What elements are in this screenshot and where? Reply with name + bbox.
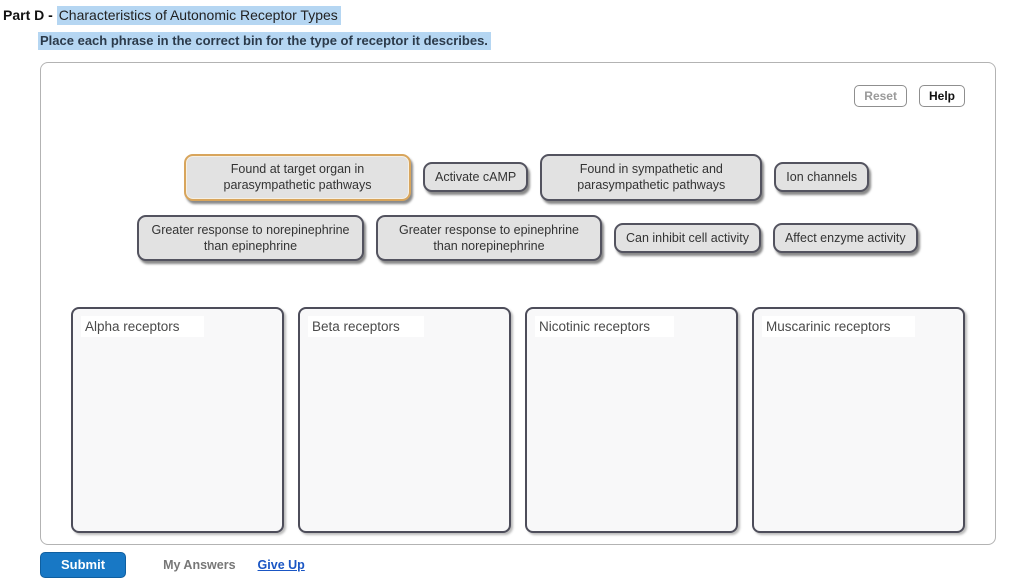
help-button[interactable]: Help: [918, 85, 965, 107]
bin-label-nicotinic: Nicotinic receptors: [535, 316, 675, 337]
chips-row-2: Greater response to norepinephrine than …: [137, 214, 995, 261]
part-title-highlighted: Characteristics of Autonomic Receptor Ty…: [56, 6, 341, 25]
submit-button[interactable]: Submit: [40, 552, 127, 578]
chip-greater-response-epinephrine[interactable]: Greater response to epinephrine than nor…: [376, 214, 602, 261]
bin-beta-receptors[interactable]: Beta receptors: [298, 307, 511, 533]
chip-affect-enzyme-activity[interactable]: Affect enzyme activity: [772, 222, 918, 253]
bin-label-alpha: Alpha receptors: [81, 316, 204, 337]
give-up-link[interactable]: Give Up: [257, 558, 305, 572]
question-header: Part D - Characteristics of Autonomic Re…: [0, 0, 1024, 50]
chip-found-in-sympathetic-and-parasympathetic[interactable]: Found in sympathetic and parasympathetic…: [540, 154, 763, 201]
answer-footer: Submit My Answers Give Up: [40, 552, 305, 578]
sorting-activity-panel: Reset Help Found at target organ in para…: [40, 62, 996, 545]
chips-row-1: Found at target organ in parasympathetic…: [184, 154, 995, 201]
bin-nicotinic-receptors[interactable]: Nicotinic receptors: [525, 307, 738, 533]
chip-activate-camp[interactable]: Activate cAMP: [423, 162, 529, 193]
chip-ion-channels[interactable]: Ion channels: [774, 162, 870, 193]
chip-can-inhibit-cell-activity[interactable]: Can inhibit cell activity: [614, 222, 761, 253]
chip-found-at-target-organ[interactable]: Found at target organ in parasympathetic…: [184, 154, 411, 201]
activity-toolbar: Reset Help: [41, 63, 995, 107]
reset-button[interactable]: Reset: [854, 85, 907, 107]
part-label: Part D -: [3, 7, 57, 23]
instruction-text: Place each phrase in the correct bin for…: [38, 32, 491, 50]
bin-alpha-receptors[interactable]: Alpha receptors: [71, 307, 284, 533]
bins-row: Alpha receptors Beta receptors Nicotinic…: [71, 307, 965, 533]
part-title-line: Part D - Characteristics of Autonomic Re…: [3, 6, 1024, 25]
bin-muscarinic-receptors[interactable]: Muscarinic receptors: [752, 307, 965, 533]
bin-label-beta: Beta receptors: [308, 316, 424, 337]
instruction-line: Place each phrase in the correct bin for…: [38, 32, 1024, 50]
my-answers-label: My Answers: [163, 558, 236, 572]
chip-greater-response-norepinephrine[interactable]: Greater response to norepinephrine than …: [137, 214, 364, 261]
bin-label-muscarinic: Muscarinic receptors: [762, 316, 915, 337]
